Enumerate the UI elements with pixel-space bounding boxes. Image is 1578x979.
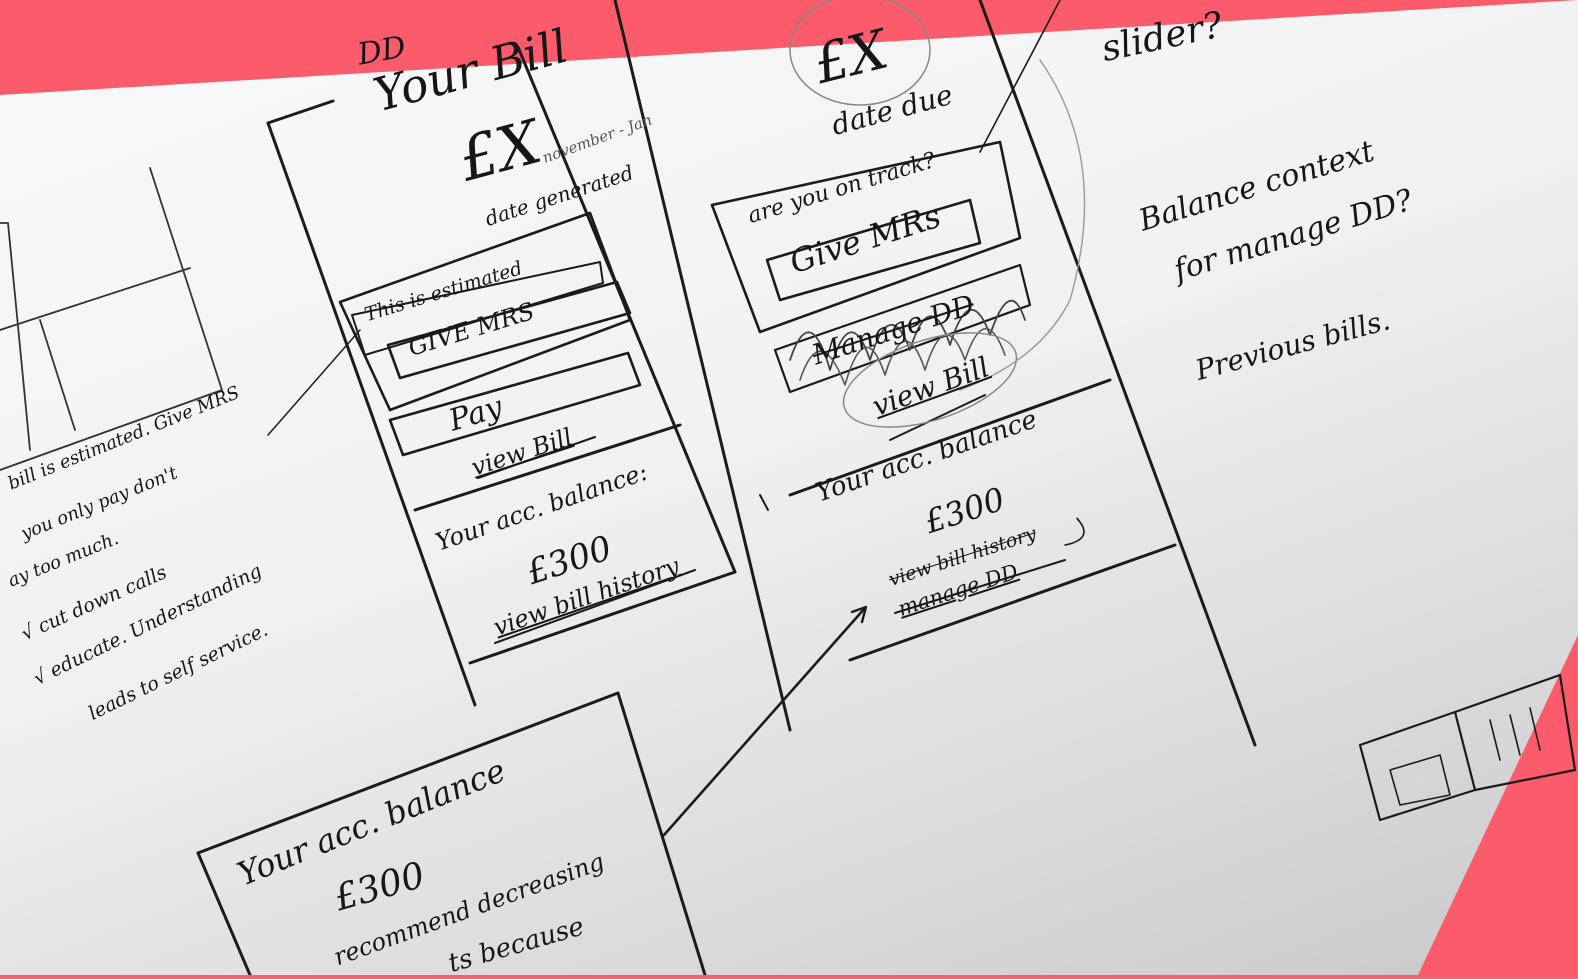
phone-sketch-middle bbox=[613, 0, 1257, 837]
thumbnail-icons bbox=[1358, 673, 1577, 822]
phone-sketch-bottom bbox=[196, 691, 707, 975]
phone-sketch-left bbox=[266, 45, 737, 707]
grid-sketch bbox=[0, 167, 223, 471]
